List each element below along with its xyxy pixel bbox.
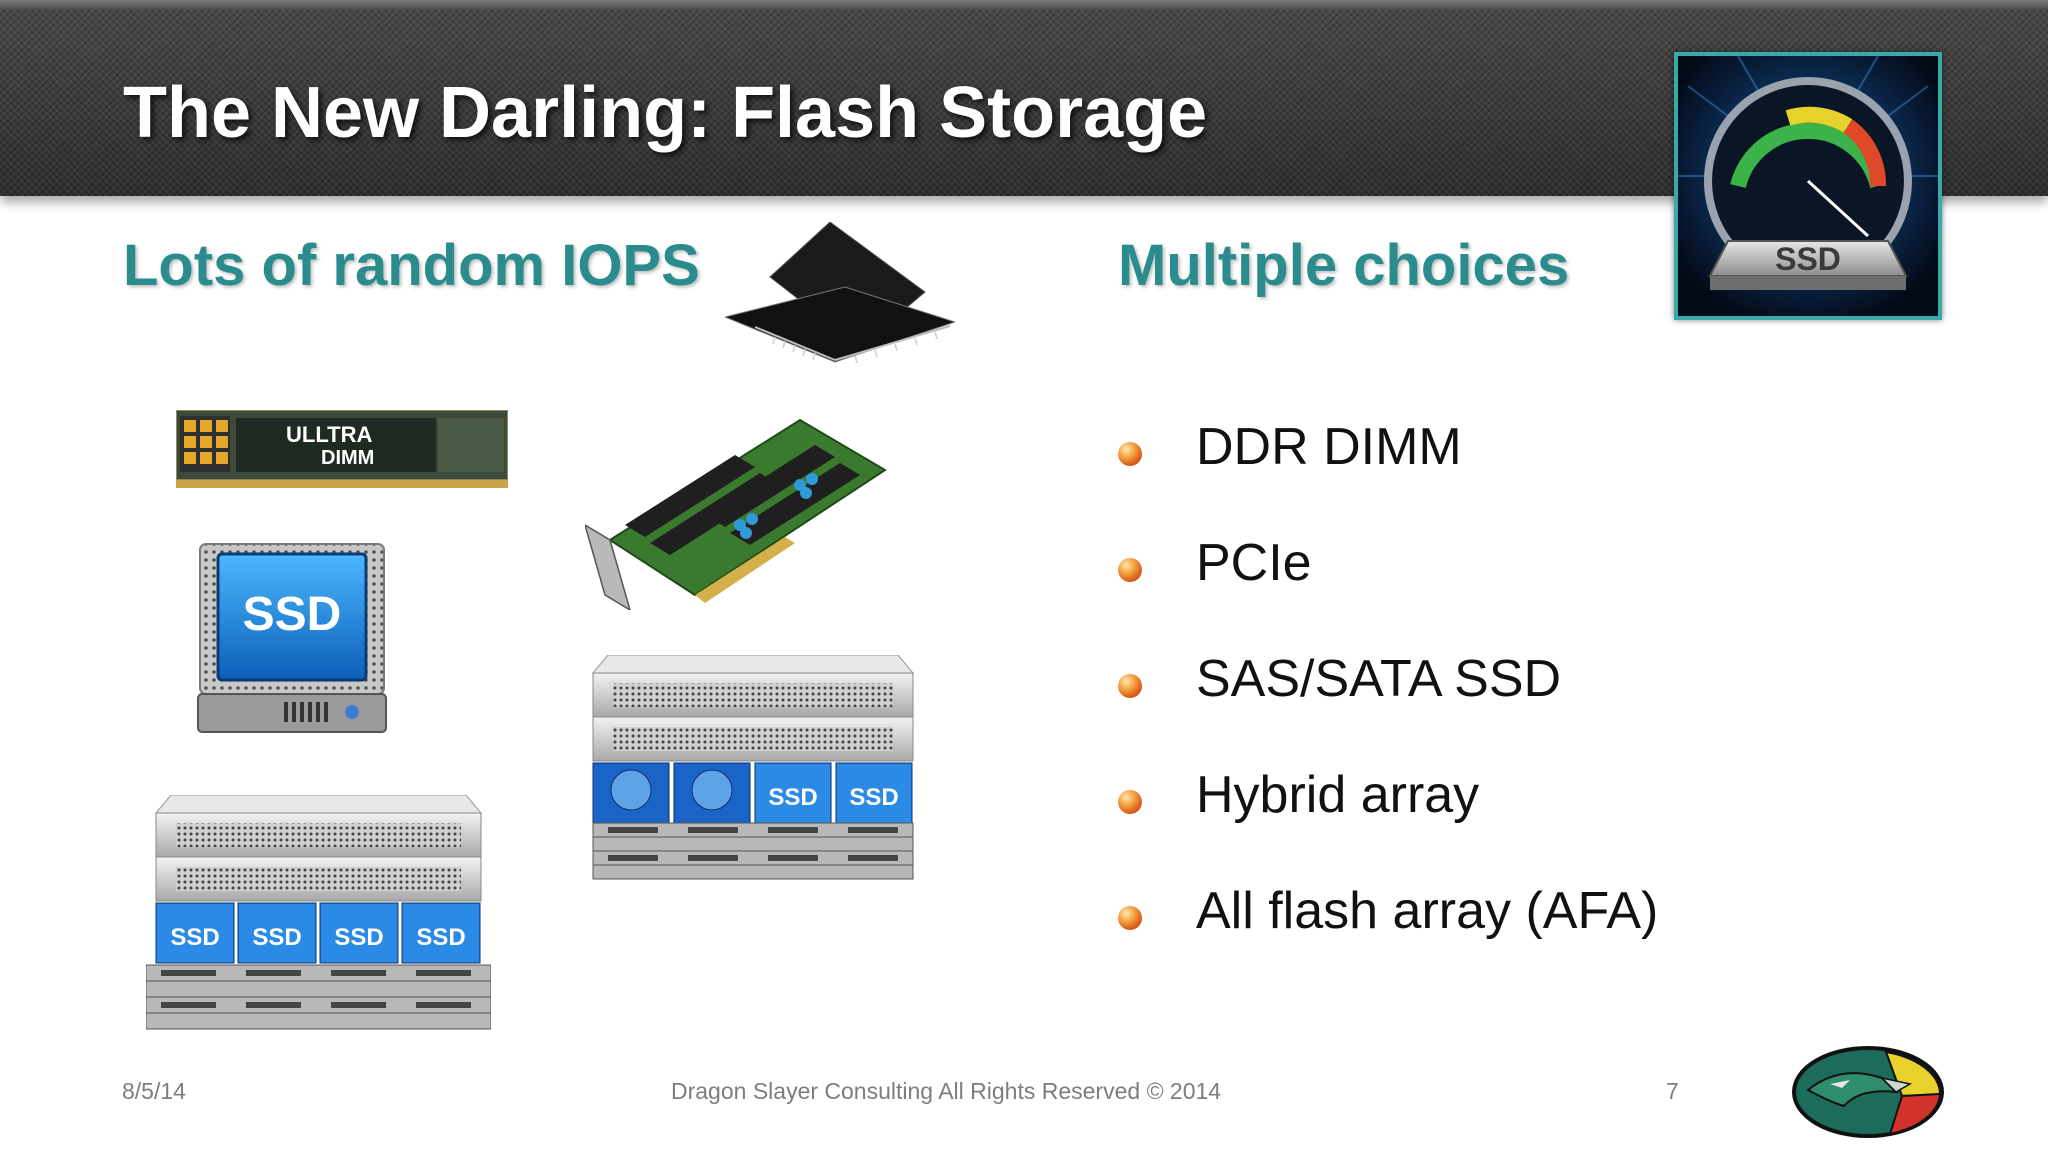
speedometer-ssd-graphic: SSD	[1678, 56, 1938, 316]
afa-ssd-label-4: SSD	[416, 924, 465, 951]
bullet-dot-icon	[1118, 790, 1142, 814]
ssd-drive-icon: SSD	[194, 540, 390, 736]
hybrid-ssd-label-2: SSD	[849, 784, 898, 811]
bullet-text: Hybrid array	[1196, 766, 1480, 824]
gauge-ssd-label: SSD	[1775, 241, 1841, 277]
afa-ssd-label-1: SSD	[170, 924, 219, 951]
hybrid-array-icon: SSD SSD	[588, 655, 918, 895]
speedometer-ssd-icon: SSD	[1674, 52, 1942, 320]
footer-page-number: 7	[1666, 1078, 1679, 1104]
ultradimm-module-icon: ULLTRA DIMM	[176, 410, 508, 488]
list-item: All flash array (AFA)	[1118, 859, 1918, 975]
footer-date: 8/5/14	[122, 1078, 186, 1104]
bullet-text: PCIe	[1196, 534, 1312, 592]
afa-ssd-label-3: SSD	[334, 924, 383, 951]
bullet-text: SAS/SATA SSD	[1196, 650, 1562, 708]
afa-ssd-label-2: SSD	[252, 924, 301, 951]
bullet-dot-icon	[1118, 442, 1142, 466]
dimm-label-top: ULLTRA	[286, 422, 372, 447]
list-item: SAS/SATA SSD	[1118, 627, 1918, 743]
flash-chip-icon	[725, 222, 955, 372]
right-heading: Multiple choices	[1118, 233, 1570, 298]
dimm-label-bottom: DIMM	[321, 447, 374, 469]
dragon-logo-icon	[1790, 1044, 1946, 1140]
list-item: PCIe	[1118, 511, 1918, 627]
bullet-text: All flash array (AFA)	[1196, 882, 1659, 940]
ssd-drive-label: SSD	[243, 588, 342, 641]
bullet-dot-icon	[1118, 558, 1142, 582]
choices-list: DDR DIMM PCIe SAS/SATA SSD Hybrid array …	[1118, 395, 1918, 975]
bullet-dot-icon	[1118, 906, 1142, 930]
pcie-card-icon	[585, 415, 890, 610]
list-item: Hybrid array	[1118, 743, 1918, 859]
slide-title: The New Darling: Flash Storage	[123, 73, 1208, 153]
left-heading: Lots of random IOPS	[123, 233, 700, 298]
footer-copyright: Dragon Slayer Consulting All Rights Rese…	[671, 1078, 1222, 1104]
bullet-dot-icon	[1118, 674, 1142, 698]
hybrid-ssd-label-1: SSD	[768, 784, 817, 811]
all-flash-array-icon: SSD SSD SSD SSD	[146, 795, 491, 1035]
list-item: DDR DIMM	[1118, 395, 1918, 511]
bullet-text: DDR DIMM	[1196, 418, 1462, 476]
